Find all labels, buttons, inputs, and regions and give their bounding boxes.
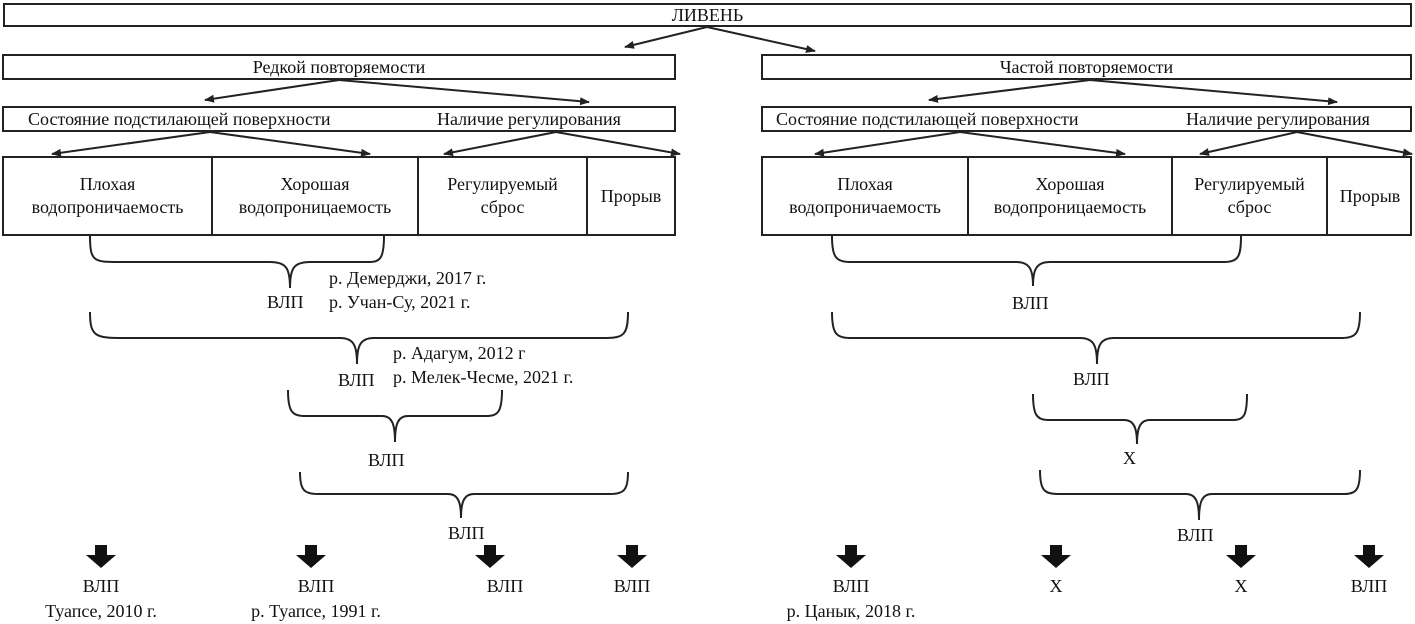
frequent-outcome-1-example: р. Цанык, 2018 г.: [786, 601, 916, 621]
down-arrow-icon: [475, 545, 505, 568]
arrow-frequent-to-regulation: [1089, 79, 1338, 106]
brace-frequent-4: [1039, 469, 1361, 521]
frequent-cell-divider: [967, 156, 969, 236]
rare-surface-factor-label: Состояние подстилающей поверхности: [28, 109, 331, 129]
arrow-regulation-to-breach: [1296, 131, 1413, 157]
down-arrow-icon: [296, 545, 326, 568]
frequent-branch-3-result: Х: [1123, 448, 1136, 468]
rare-outcome-2-result: ВЛП: [297, 576, 335, 596]
frequent-cells-row: [761, 156, 1412, 236]
brace-rare-1: [89, 235, 385, 289]
arrow-root-to-rare: [624, 26, 708, 49]
rare-branch-3-result: ВЛП: [368, 450, 405, 470]
rare-branch-1-example: р. Демерджи, 2017 г.: [329, 268, 487, 288]
arrow-rare-to-regulation: [338, 79, 590, 106]
frequent-factors-box: [761, 106, 1412, 132]
frequent-cell-divider: [1171, 156, 1173, 236]
frequent-surface-factor-label: Состояние подстилающей поверхности: [776, 109, 1079, 129]
down-arrow-icon: [836, 545, 866, 568]
rare-outcome-2-example: р. Туапсе, 1991 г.: [251, 601, 381, 621]
frequent-branch-2-result: ВЛП: [1073, 369, 1110, 389]
brace-frequent-1: [831, 235, 1242, 287]
frequent-branch-1-result: ВЛП: [1012, 293, 1049, 313]
frequent-cell-breach: Прорыв: [1339, 185, 1401, 206]
frequent-category-box: [761, 54, 1412, 80]
arrow-regulation-to-breach: [555, 131, 681, 157]
rare-regulation-factor-label: Наличие регулирования: [437, 109, 621, 129]
rare-branch-4-result: ВЛП: [448, 523, 485, 543]
arrow-rare-to-surface: [204, 79, 340, 103]
frequent-category-label: Частой повторяемости: [999, 57, 1174, 77]
rare-category-box: [2, 54, 676, 80]
arrow-regulation-to-regulated: [443, 131, 557, 157]
frequent-regulation-factor-label: Наличие регулирования: [1186, 109, 1370, 129]
frequent-branch-4-result: ВЛП: [1177, 525, 1214, 545]
down-arrow-icon: [86, 545, 116, 568]
brace-frequent-3: [1032, 393, 1248, 445]
down-arrow-icon: [1226, 545, 1256, 568]
brace-rare-3: [287, 389, 503, 443]
rare-cells-row: [2, 156, 676, 236]
arrow-surface-to-poor: [814, 131, 961, 157]
down-arrow-icon: [617, 545, 647, 568]
brace-rare-2: [89, 311, 629, 365]
frequent-cell-divider: [1326, 156, 1328, 236]
frequent-outcome-4-result: ВЛП: [1350, 576, 1388, 596]
brace-frequent-2: [831, 311, 1361, 365]
rare-cell-divider: [211, 156, 213, 236]
rare-outcome-3-result: ВЛП: [486, 576, 524, 596]
arrow-frequent-to-surface: [928, 79, 1091, 103]
arrow-surface-to-poor: [51, 131, 211, 157]
rare-category-label: Редкой повторяемости: [252, 57, 426, 77]
rare-branch-1-result: ВЛП: [267, 292, 304, 312]
root-label: ЛИВЕНЬ: [671, 5, 744, 25]
rare-cell-divider: [417, 156, 419, 236]
rare-branch-2-example: р. Мелек-Чесме, 2021 г.: [393, 367, 574, 387]
frequent-outcome-1-result: ВЛП: [832, 576, 870, 596]
root-box: [3, 3, 1412, 27]
rare-outcome-4-result: ВЛП: [613, 576, 651, 596]
down-arrow-icon: [1041, 545, 1071, 568]
frequent-outcome-3-result: Х: [1234, 576, 1248, 596]
arrow-surface-to-good: [209, 131, 371, 157]
rare-outcome-1-result: ВЛП: [82, 576, 120, 596]
arrow-root-to-frequent: [706, 26, 816, 53]
arrow-regulation-to-regulated: [1199, 131, 1298, 156]
brace-rare-4: [299, 471, 629, 519]
rare-outcome-1-example: Туапсе, 2010 г.: [45, 601, 157, 621]
frequent-outcome-2-result: Х: [1049, 576, 1063, 596]
rare-cell-divider: [586, 156, 588, 236]
arrow-surface-to-good: [959, 131, 1126, 157]
rare-branch-1-example: р. Учан-Су, 2021 г.: [329, 292, 471, 312]
rare-factors-box: [2, 106, 676, 132]
down-arrow-icon: [1354, 545, 1384, 568]
rare-branch-2-result: ВЛП: [338, 370, 375, 390]
rare-cell-breach: Прорыв: [600, 185, 662, 206]
rare-branch-2-example: р. Адагум, 2012 г: [393, 343, 526, 363]
